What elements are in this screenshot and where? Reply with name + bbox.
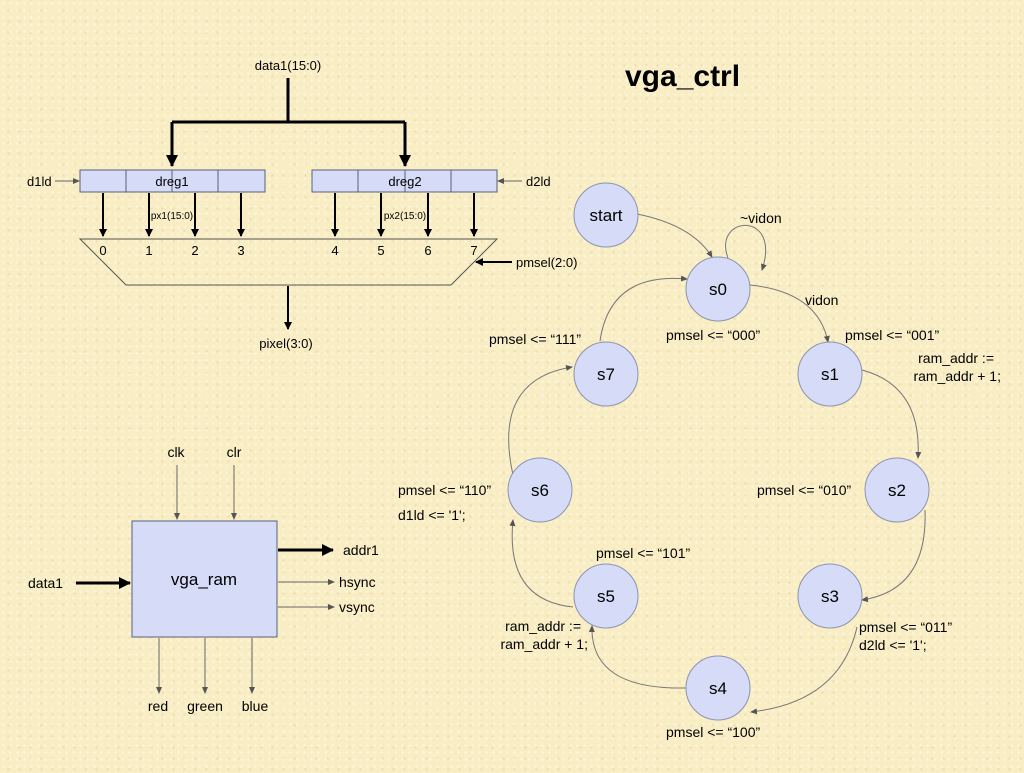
mux-input-0: 0 xyxy=(99,243,106,258)
label-s6-d1ld: d1ld <= '1'; xyxy=(398,507,466,523)
transition-s6-s7 xyxy=(508,365,573,476)
state-start-label: start xyxy=(589,206,622,225)
dreg2-register: dreg2 xyxy=(311,169,498,193)
state-s1: s1 xyxy=(797,341,863,407)
register-output-arrows xyxy=(99,193,478,237)
transition-start-s0 xyxy=(636,213,713,258)
state-s6-label: s6 xyxy=(531,481,549,500)
label-s6-output: pmsel <= “110” xyxy=(398,482,491,498)
transition-s0-s1 xyxy=(749,284,830,343)
state-s1-label: s1 xyxy=(821,365,839,384)
label-s0-s1: vidon xyxy=(805,292,838,308)
px2-bus-label: px2(15:0) xyxy=(384,211,426,222)
state-s2: s2 xyxy=(864,457,930,523)
transition-s2-s3 xyxy=(861,509,926,603)
mux-input-6: 6 xyxy=(424,243,431,258)
label-s5-ram-addr-2: ram_addr + 1; xyxy=(500,636,588,652)
clk-label: clk xyxy=(167,444,185,460)
state-s5-label: s5 xyxy=(597,587,615,606)
label-s7-output: pmsel <= “111” xyxy=(489,331,581,347)
state-transitions xyxy=(508,213,926,715)
vsync-label: vsync xyxy=(339,599,375,615)
label-s1-output: pmsel <= “001” xyxy=(845,327,939,343)
label-s5-output: pmsel <= “101” xyxy=(596,545,690,561)
state-s2-label: s2 xyxy=(888,481,906,500)
state-annotations: ~vidon vidon pmsel <= “000” pmsel <= “00… xyxy=(398,210,1001,740)
mux-input-3: 3 xyxy=(237,243,244,258)
data1-bus-label: data1(15:0) xyxy=(255,58,322,73)
label-s1-ram-addr-2: ram_addr + 1; xyxy=(913,368,1001,384)
mux-input-5: 5 xyxy=(377,243,384,258)
pmsel-label: pmsel(2:0) xyxy=(516,255,577,270)
clr-label: clr xyxy=(227,444,242,460)
mux-input-7: 7 xyxy=(470,243,477,258)
state-s6: s6 xyxy=(507,457,573,523)
state-s5: s5 xyxy=(573,563,639,629)
label-s0-self: ~vidon xyxy=(740,210,782,226)
pixel-mux xyxy=(78,238,499,286)
transition-s1-s2 xyxy=(861,369,922,459)
transition-s5-s6 xyxy=(509,519,574,608)
hsync-label: hsync xyxy=(339,574,376,590)
dreg2-label: dreg2 xyxy=(388,174,421,189)
mux-input-2: 2 xyxy=(191,243,198,258)
vga-ram-label: vga_ram xyxy=(171,570,237,589)
d2ld-label: d2ld xyxy=(526,174,551,189)
mux-input-1: 1 xyxy=(145,243,152,258)
addr1-label: addr1 xyxy=(343,542,379,558)
pixel-output-label: pixel(3:0) xyxy=(259,336,312,351)
vga-ram-block xyxy=(131,520,278,638)
transition-s0-self xyxy=(725,224,767,271)
register-mux-diagram: data1(15:0) dreg1 dreg2 d1ld d2ld xyxy=(27,58,577,351)
state-s4: s4 xyxy=(685,655,751,721)
state-s4-label: s4 xyxy=(709,679,727,698)
mux-input-labels: 0 1 2 3 4 5 6 7 xyxy=(99,243,477,258)
label-s4-output: pmsel <= “100” xyxy=(666,724,760,740)
data1-input-label: data1 xyxy=(28,575,63,591)
dreg1-register: dreg1 xyxy=(79,169,266,193)
state-s7-label: s7 xyxy=(597,365,615,384)
blue-label: blue xyxy=(242,698,269,714)
px1-bus-label: px1(15:0) xyxy=(151,211,193,222)
state-s0-label: s0 xyxy=(709,280,727,299)
state-s7: s7 xyxy=(573,341,639,407)
state-s0: s0 xyxy=(685,256,751,322)
label-s1-ram-addr-1: ram_addr := xyxy=(918,350,994,366)
state-start: start xyxy=(573,182,639,248)
label-s3-output: pmsel <= “011” xyxy=(859,619,952,635)
vga-ram-diagram: vga_ram clk clr data1 addr1 hsync vsync … xyxy=(28,444,379,714)
label-s0-output: pmsel <= “000” xyxy=(666,327,760,343)
green-label: green xyxy=(187,698,223,714)
state-machine-diagram: start s0 s1 s2 s3 s4 s5 s6 xyxy=(398,182,1001,740)
mux-input-4: 4 xyxy=(331,243,338,258)
state-s3: s3 xyxy=(797,563,863,629)
red-label: red xyxy=(148,698,168,714)
label-s3-d2ld: d2ld <= '1'; xyxy=(859,637,927,653)
state-s3-label: s3 xyxy=(821,587,839,606)
page-title: vga_ctrl xyxy=(625,60,740,93)
label-s2-output: pmsel <= “010” xyxy=(757,482,851,498)
d1ld-label: d1ld xyxy=(27,174,52,189)
transition-s7-s0 xyxy=(599,275,688,342)
transition-s3-s4 xyxy=(750,626,858,715)
transition-s4-s5 xyxy=(588,625,687,689)
dreg1-label: dreg1 xyxy=(155,174,188,189)
label-s5-ram-addr-1: ram_addr := xyxy=(505,618,581,634)
